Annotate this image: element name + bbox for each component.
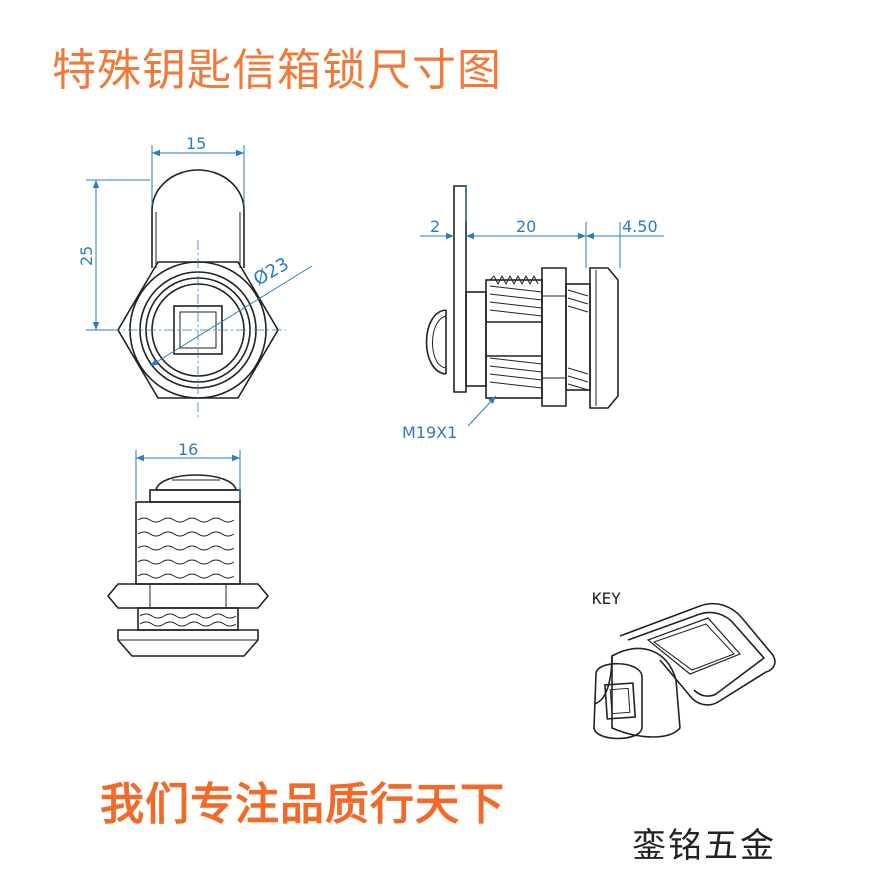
dim-width-bottom: 16	[178, 440, 198, 459]
dim-diameter: Ø23	[250, 254, 293, 291]
dim-width-top: 15	[186, 134, 206, 153]
front-view	[110, 169, 286, 420]
page-title: 特殊钥匙信箱锁尺寸图	[52, 45, 502, 96]
bottom-view-dimensions	[135, 450, 241, 500]
bottom-view	[106, 474, 270, 657]
slogan: 我们专注品质行天下	[100, 779, 505, 830]
key-label: KEY	[592, 589, 621, 608]
side-view	[425, 185, 619, 409]
front-view-dimensions	[86, 145, 313, 367]
key-drawing	[593, 602, 776, 740]
dim-side-plate: 2	[430, 217, 440, 236]
dim-side-body: 20	[516, 217, 536, 236]
dim-thread: M19X1	[402, 423, 457, 442]
side-view-dimensions	[420, 186, 664, 427]
dim-side-cap: 4.50	[622, 217, 658, 236]
dim-height-left: 25	[77, 246, 96, 266]
brand-name: 銮铭五金	[632, 826, 776, 866]
